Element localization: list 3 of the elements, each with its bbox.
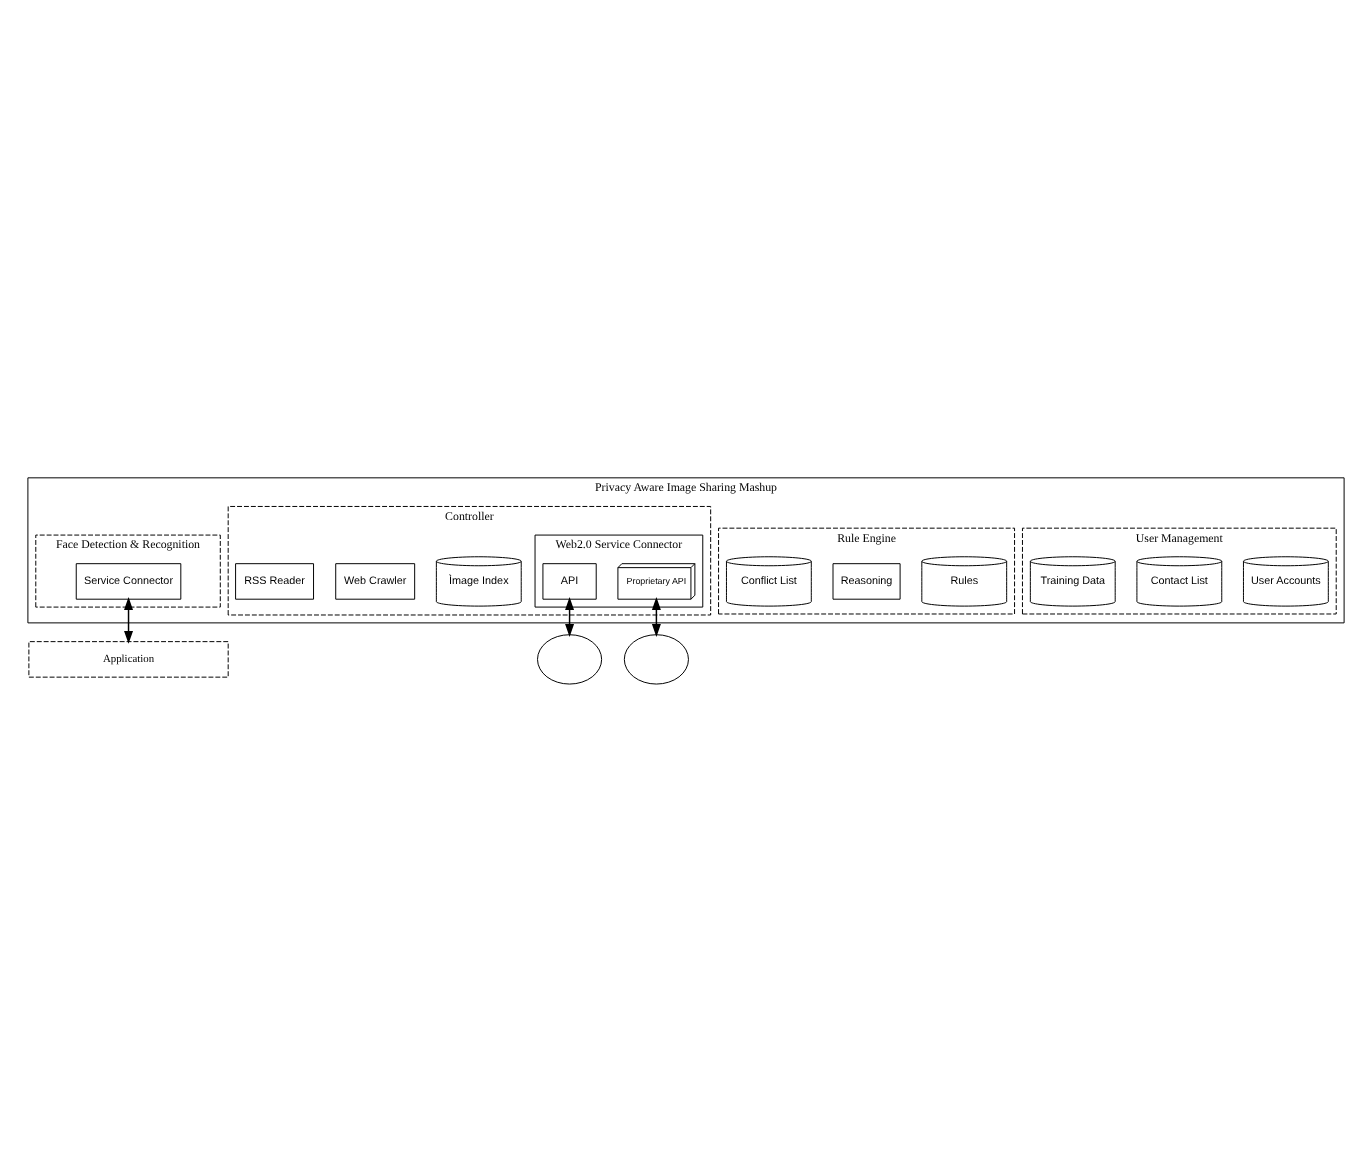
arrow — [124, 597, 134, 644]
node-cloud — [623, 634, 689, 685]
node-cloud — [537, 634, 603, 685]
